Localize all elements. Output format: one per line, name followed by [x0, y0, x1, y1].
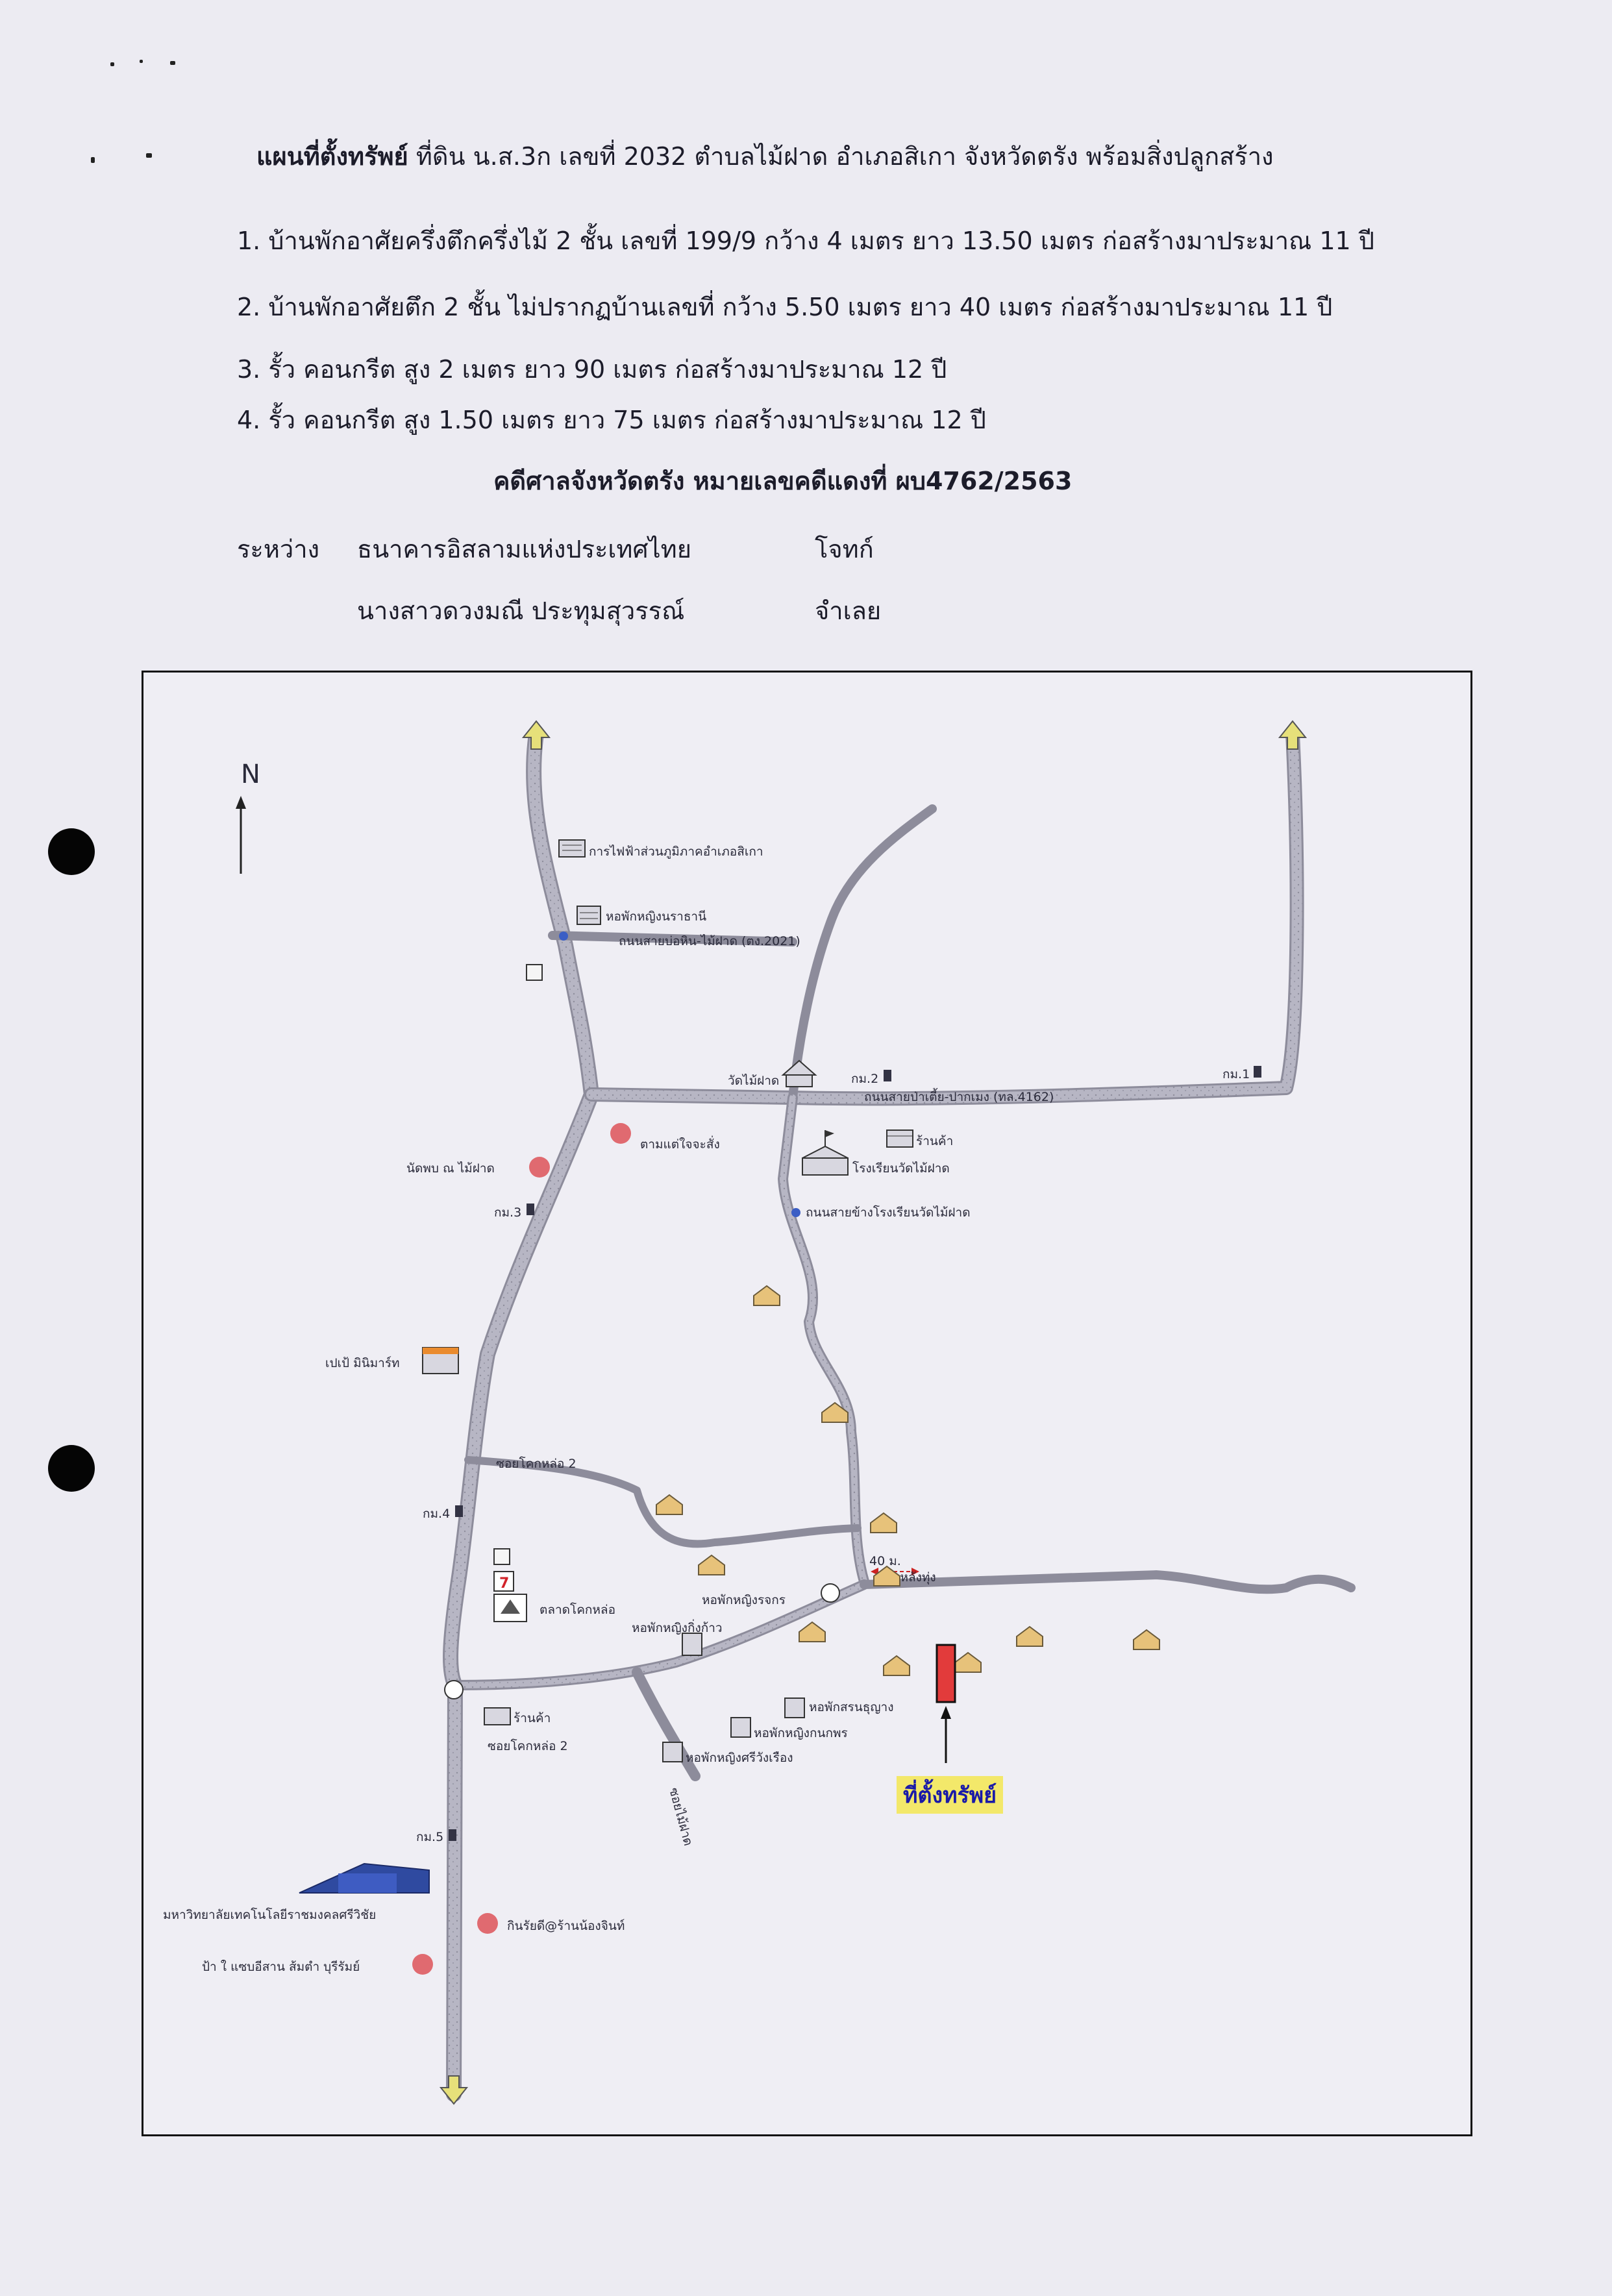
target-property-marker: [936, 1644, 956, 1703]
label-km2: กม.2: [851, 1072, 878, 1086]
label-road-4162: ถนนสายป่าเตี้ย-ปากเมง (ทล.4162): [864, 1088, 1054, 1104]
label-dorm-narathani: หอพักหญิงนราธานี: [606, 909, 706, 924]
label-km1: กม.1: [1222, 1067, 1250, 1081]
binder-hole-top: [48, 828, 95, 875]
plaintiff-name: ธนาคารอิสลามแห่งประเทศไทย: [357, 535, 691, 563]
label-shop-top: ร้านค้า: [916, 1134, 953, 1148]
label-dorm-kingkaew: หอพักหญิงกิ่งก้าว: [632, 1619, 723, 1635]
case-number: คดีศาลจังหวัดตรัง หมายเลขคดีแดงที่ ผบ476…: [493, 467, 1073, 495]
label-km4: กม.4: [423, 1507, 450, 1521]
north-arrow-road-right-icon: [1278, 720, 1308, 750]
restaurant-icon: [529, 1157, 550, 1178]
label-dorm-roj: หอพักหญิงรจกร: [702, 1593, 786, 1607]
parties-label: ระหว่าง: [237, 535, 320, 563]
km3-marker-icon: [527, 1204, 534, 1215]
north-arrow-icon: [236, 796, 246, 874]
house-icon: [656, 1285, 1160, 1676]
km2-marker-icon: [884, 1070, 891, 1081]
map-canvas: N: [163, 720, 1356, 2105]
dorm-roj-icon: [682, 1633, 702, 1656]
km5-marker-icon: [449, 1829, 456, 1841]
label-market-food: ตามแต่ใจจะสั่ง: [640, 1135, 720, 1152]
location-map: N: [142, 671, 1472, 2136]
item-4: 4. รั้ว คอนกรีต สูง 1.50 เมตร ยาว 75 เมต…: [237, 406, 986, 434]
label-minimart: เปเป้ มินิมาร์ท: [325, 1356, 400, 1370]
somtam-icon: [412, 1954, 433, 1975]
title-rest: ที่ดิน น.ส.3ก เลขที่ 2032 ตำบลไม้ฝาด อำเ…: [408, 142, 1274, 171]
school-road-marker-icon: [791, 1208, 800, 1217]
scan-speck: [146, 153, 152, 158]
label-electricity: การไฟฟ้าส่วนภูมิภาคอำเภอสิเกา: [589, 845, 763, 859]
scan-speck: [91, 157, 95, 163]
shop-top-icon: [886, 1129, 913, 1148]
label-km5: กม.5: [416, 1830, 443, 1844]
label-dorm-sriwang: หอพักหญิงศรีวังเรือง: [686, 1751, 793, 1765]
binder-hole-bottom: [48, 1445, 95, 1492]
label-kin-rai: กินรัยดี@ร้านน้องจินท์: [507, 1919, 625, 1933]
school-icon: [802, 1130, 849, 1176]
minimart-icon: [422, 1347, 459, 1374]
label-road-school: ถนนสายข้างโรงเรียนวัดไม้ฝาด: [806, 1205, 971, 1220]
label-dorm-knok: หอพักหญิงกนกพร: [754, 1726, 848, 1740]
defendant-name: นางสาวดวงมณี ประทุมสุวรรณ์: [357, 597, 685, 625]
seven-eleven-icon: 7: [493, 1571, 514, 1592]
electricity-building-icon: [558, 839, 586, 858]
scan-speck: [170, 61, 175, 65]
label-shop-bottom: ร้านค้า: [514, 1711, 551, 1725]
document-title: แผนที่ตั้งทรัพย์ ที่ดิน น.ส.3ก เลขที่ 20…: [256, 136, 1490, 176]
road-2021-sign-icon: [526, 932, 568, 981]
label-soi2: ซอยโคกหล่อ 2: [496, 1456, 577, 1471]
label-km3: กม.3: [494, 1205, 521, 1220]
label-dist-40: 40 ม.: [869, 1554, 901, 1568]
svg-text:7: 7: [499, 1575, 509, 1592]
label-market: ตลาดโคกหล่อ: [539, 1602, 615, 1617]
junction-2-marker-icon: [821, 1583, 840, 1603]
dorm-building-icon: [577, 906, 601, 925]
kin-rai-icon: [477, 1913, 498, 1934]
dorm-sua-icon: [784, 1697, 805, 1718]
dorm-knok-icon: [730, 1717, 751, 1738]
scan-speck: [110, 62, 114, 66]
label-dorm-sua: หอพักสรนธุญาง: [809, 1700, 894, 1715]
label-university: มหาวิทยาลัยเทคโนโลยีราชมงคลศรีวิชัย: [163, 1907, 376, 1922]
target-property-label: ที่ตั้งทรัพย์: [897, 1776, 1004, 1814]
defendant-role: จำเลย: [815, 597, 882, 625]
north-label: N: [241, 759, 260, 789]
temple-icon: [781, 1059, 817, 1087]
road-network: [443, 726, 1356, 2102]
south-arrow-road-icon: [439, 2075, 469, 2105]
label-somtam: ป้า ใ แซบอีสาน ส้มตำ บุรีรัมย์: [202, 1960, 360, 1975]
title-bold: แผนที่ตั้งทรัพย์: [256, 142, 408, 171]
item-3: 3. รั้ว คอนกรีต สูง 2 เมตร ยาว 90 เมตร ก…: [237, 355, 947, 384]
plaintiff-role: โจทก์: [815, 535, 874, 563]
shop-bottom-icon: [484, 1707, 511, 1725]
label-wat: วัดไม้ฝาด: [728, 1074, 779, 1088]
dorm-sriwang-icon: [662, 1742, 683, 1762]
km4-marker-icon: [455, 1505, 463, 1517]
km1-marker-icon: [1254, 1066, 1261, 1078]
label-school: โรงเรียนวัดไม้ฝาด: [852, 1161, 950, 1176]
label-road-2021: ถนนสายบ่อหิน-ไม้ฝาด (ตง.2021): [619, 934, 800, 948]
item-1: 1. บ้านพักอาศัยครึ่งตึกครึ่งไม้ 2 ชั้น เ…: [237, 227, 1374, 255]
junction-1-marker-icon: [444, 1680, 464, 1699]
north-arrow-road-left-icon: [521, 720, 551, 750]
sign-box-icon: [493, 1548, 510, 1565]
label-soi-kokloh: ซอยโคกหล่อ 2: [488, 1738, 568, 1753]
food-shop-icon: [610, 1123, 631, 1144]
label-restaurant: นัดพบ ณ ไม้ฝาด: [406, 1161, 495, 1176]
label-soi-side: ซอยไม้ฝาด: [666, 1786, 695, 1847]
university-icon: [299, 1862, 430, 1894]
scan-speck: [140, 60, 143, 63]
target-pointer-arrow-icon: [941, 1706, 951, 1763]
item-2: 2. บ้านพักอาศัยตึก 2 ชั้น ไม่ปรากฏบ้านเล…: [237, 293, 1333, 321]
market-icon: [493, 1594, 527, 1622]
